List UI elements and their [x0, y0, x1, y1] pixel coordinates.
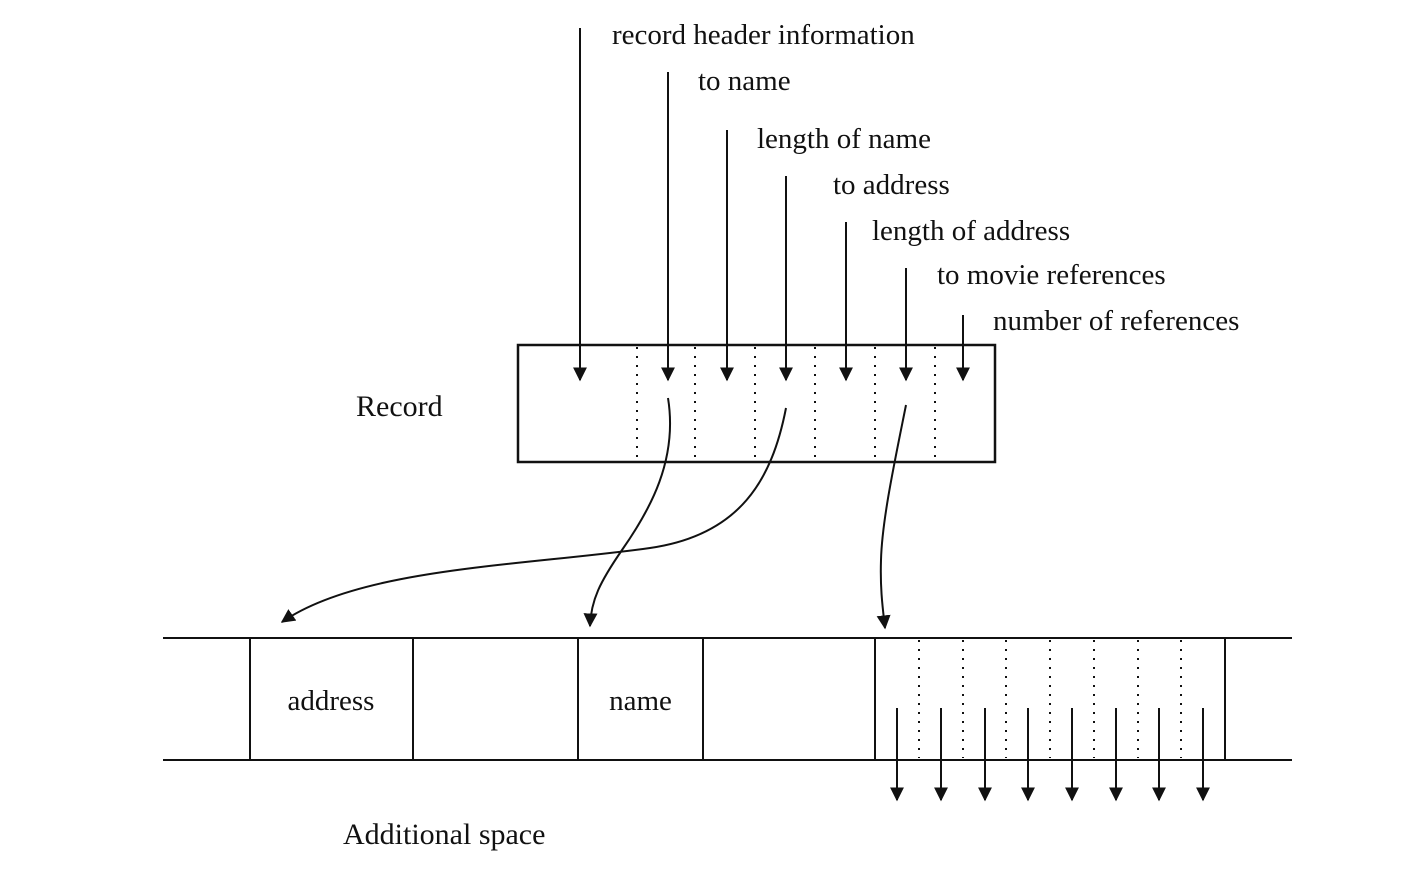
pointer-to-address — [280, 407, 787, 623]
additional-space-label: Additional space — [343, 818, 546, 851]
pointer-to-movie-references — [876, 404, 907, 630]
reference-slot-dividers — [918, 640, 1182, 758]
record-box — [516, 343, 997, 464]
reference-arrows — [890, 708, 1210, 802]
label-to-movie-references: to movie references — [937, 259, 1166, 291]
label-record-header-information: record header information — [612, 19, 915, 51]
record-box-dividers — [636, 347, 936, 460]
band-dividers — [249, 638, 1226, 760]
record-box-label: Record — [356, 390, 443, 423]
pointer-curves — [280, 397, 907, 630]
pointer-to-name — [583, 397, 672, 628]
band-cell-name-label: name — [609, 685, 672, 717]
label-to-name: to name — [698, 65, 791, 97]
pointer-arrows — [573, 28, 970, 382]
label-length-of-address: length of address — [872, 215, 1071, 247]
label-to-address: to address — [833, 169, 950, 201]
band-cell-address-label: address — [287, 685, 375, 717]
storage-band — [163, 637, 1292, 761]
label-number-of-references: number of references — [993, 305, 1240, 337]
label-length-of-name: length of name — [757, 123, 931, 155]
